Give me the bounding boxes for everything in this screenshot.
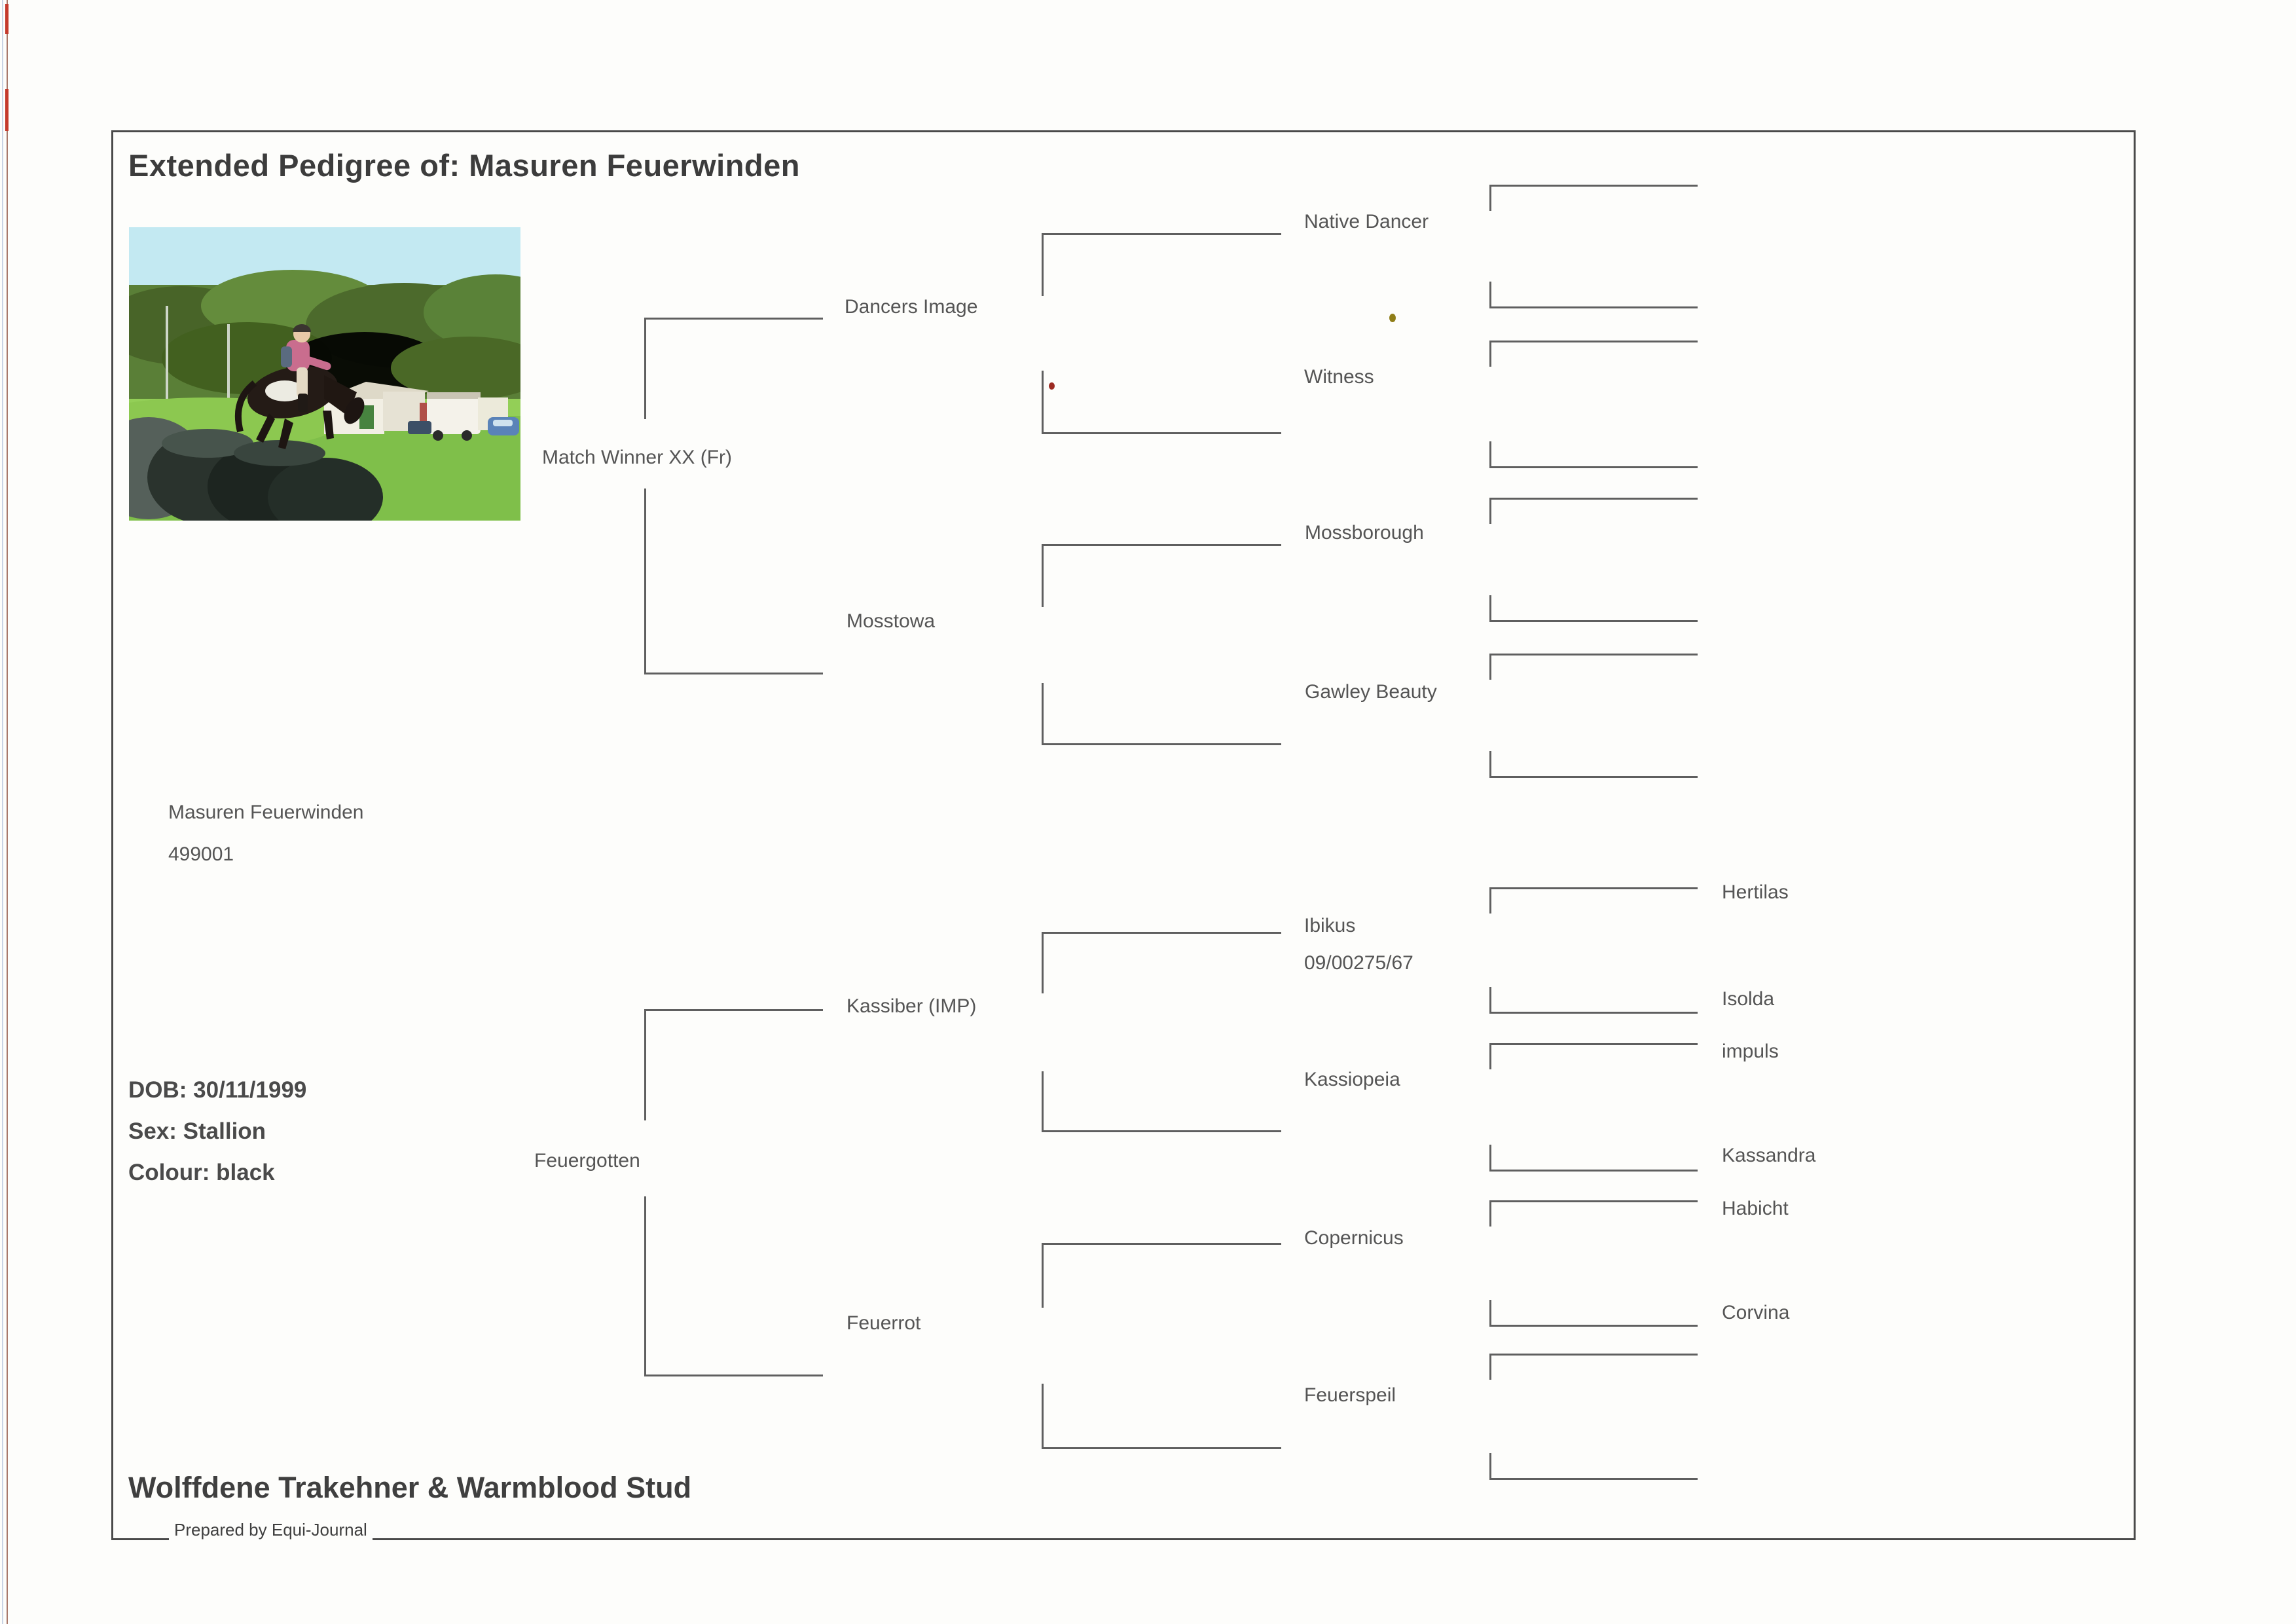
ancestor-slot-line: [1489, 1145, 1491, 1171]
ancestor-slot-line: [1489, 1012, 1698, 1014]
pedigree-connector: [1042, 544, 1044, 607]
gen3-name: Mossborough: [1305, 522, 1424, 544]
ancestor-slot-line: [1489, 620, 1698, 622]
pedigree-connector: [1042, 432, 1281, 434]
ancestor-slot-line: [1489, 751, 1491, 777]
pedigree-connector: [644, 673, 823, 674]
pedigree-connector: [1042, 932, 1281, 934]
photo-horse-and-rider: [234, 324, 365, 449]
ancestor-slot-line: [1489, 306, 1698, 308]
pedigree-connector: [1042, 1130, 1281, 1132]
pedigree-connector: [1042, 683, 1044, 745]
ancestor-slot-line: [1489, 987, 1491, 1013]
pedigree-connector: [1042, 233, 1281, 235]
subject-sex: Sex: Stallion: [128, 1118, 266, 1144]
ancestor-slot-line: [1489, 776, 1698, 778]
pedigree-connector: [644, 318, 646, 419]
ancestor-slot-line: [1489, 498, 1698, 500]
ancestor-slot-line: [1489, 341, 1491, 367]
pedigree-border-box: [111, 130, 2136, 1540]
pedigree-connector: [644, 489, 646, 674]
ancestor-slot-line: [1489, 341, 1698, 342]
pedigree-connector: [1042, 1243, 1281, 1245]
ancestor-slot-line: [1489, 498, 1491, 524]
red-ink-dot: [1049, 382, 1055, 390]
gen3-name: Feuerspeil: [1304, 1384, 1396, 1406]
subject-colour: Colour: black: [128, 1160, 275, 1185]
ancestor-slot-line: [1489, 595, 1491, 621]
ancestor-slot-line: [1489, 654, 1491, 680]
pedigree-connector: [644, 1009, 646, 1120]
pedigree-connector: [644, 318, 823, 320]
scan-edge-brown-line: [7, 0, 8, 1624]
ancestor-slot-line: [1489, 1300, 1491, 1326]
gen3-name: Copernicus: [1304, 1227, 1404, 1249]
gen2-name: Feuerrot: [847, 1312, 921, 1334]
gen4-name: Corvina: [1722, 1302, 1790, 1323]
gen4-name: impuls: [1722, 1041, 1779, 1062]
pedigree-connector: [644, 1196, 646, 1376]
photo-pole: [227, 324, 230, 403]
ancestor-slot-line: [1489, 654, 1698, 655]
dam-name: Feuergotten: [534, 1150, 640, 1172]
ancestor-slot-line: [1489, 441, 1491, 468]
horse-photo: [129, 227, 520, 521]
photo-vehicles: [408, 392, 519, 441]
photo-tyre-jump: [129, 417, 383, 521]
pedigree-connector: [1042, 1071, 1044, 1132]
ancestor-slot-line: [1489, 1200, 1698, 1202]
olive-ink-dot: [1389, 314, 1396, 322]
sire-name: Match Winner XX (Fr): [542, 447, 733, 468]
ancestor-slot-line: [1489, 1043, 1491, 1069]
gen3-name: Kassiopeia: [1304, 1069, 1400, 1090]
ancestor-slot-line: [1489, 887, 1491, 913]
gen3-name: Gawley Beauty: [1305, 681, 1437, 703]
ancestor-slot-line: [1489, 466, 1698, 468]
subject-name: Masuren Feuerwinden: [168, 802, 364, 823]
photo-pole: [166, 306, 168, 403]
ancestor-slot-line: [1489, 1354, 1491, 1380]
ancestor-slot-line: [1489, 1170, 1698, 1172]
ancestor-slot-line: [1489, 185, 1491, 211]
gen4-name: Kassandra: [1722, 1145, 1816, 1166]
pedigree-connector: [644, 1009, 823, 1011]
stud-name: Wolffdene Trakehner & Warmblood Stud: [128, 1471, 692, 1504]
ancestor-slot-line: [1489, 1043, 1698, 1045]
pedigree-connector: [1042, 371, 1044, 434]
pedigree-connector: [1042, 233, 1044, 296]
pedigree-connector: [1042, 1384, 1044, 1449]
prepared-by-note: Prepared by Equi-Journal: [169, 1519, 373, 1540]
ancestor-slot-line: [1489, 887, 1698, 889]
ancestor-slot-line: [1489, 282, 1491, 308]
gen2-name: Mosstowa: [847, 610, 936, 632]
subject-dob: DOB: 30/11/1999: [128, 1077, 307, 1103]
scan-edge-blue-line: [2, 0, 3, 1624]
scan-red-mark-top: [5, 4, 9, 34]
gen4-name: Isolda: [1722, 988, 1775, 1010]
gen3-name: Witness: [1304, 366, 1374, 388]
ancestor-slot-line: [1489, 1478, 1698, 1480]
page-title: Extended Pedigree of: Masuren Feuerwinde…: [128, 148, 800, 183]
gen3-name: Native Dancer: [1304, 211, 1429, 232]
ancestor-slot-line: [1489, 1200, 1491, 1227]
pedigree-connector: [1042, 1243, 1044, 1308]
ancestor-slot-line: [1489, 1453, 1491, 1479]
ancestor-slot-line: [1489, 1354, 1698, 1356]
pedigree-connector: [1042, 544, 1281, 546]
gen4-name: Habicht: [1722, 1198, 1789, 1219]
subject-reg-number: 499001: [168, 843, 234, 865]
gen4-name: Hertilas: [1722, 881, 1789, 903]
gen3-name: Ibikus: [1304, 915, 1356, 936]
gen2-name: Kassiber (IMP): [847, 995, 977, 1017]
ancestor-slot-line: [1489, 1325, 1698, 1327]
pedigree-connector: [1042, 932, 1044, 993]
gen3-reg-number: 09/00275/67: [1304, 952, 1413, 974]
scan-red-mark-lower: [5, 89, 9, 131]
pedigree-connector: [644, 1375, 823, 1376]
pedigree-connector: [1042, 743, 1281, 745]
pedigree-connector: [1042, 1447, 1281, 1449]
ancestor-slot-line: [1489, 185, 1698, 187]
gen2-name: Dancers Image: [845, 296, 978, 318]
